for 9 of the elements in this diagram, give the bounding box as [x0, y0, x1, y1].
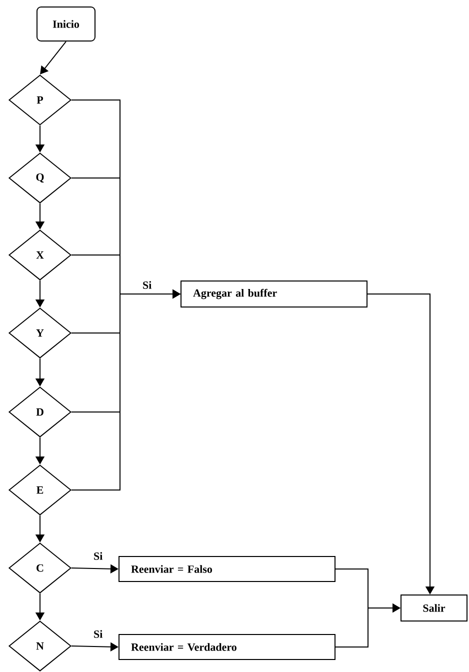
edge-label: Si [143, 281, 152, 289]
process-box: Reenviar = Falso [118, 556, 336, 582]
edge-label: Si [94, 630, 102, 638]
arrow [40, 41, 66, 74]
process-box: Salir [400, 594, 468, 622]
start-box: Inicio [36, 6, 96, 42]
process-box: Reenviar = Verdadero [118, 634, 336, 660]
edge-label: Si [94, 552, 102, 560]
process-box: Agregar al buffer [180, 280, 368, 308]
